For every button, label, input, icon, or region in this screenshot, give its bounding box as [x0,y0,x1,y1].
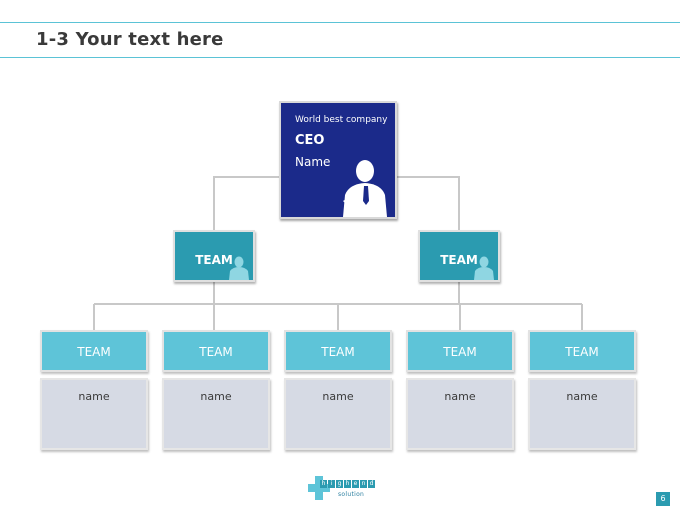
logo-letter: h [344,480,351,488]
slide-title: 1-3 Your text here [36,29,224,50]
connector-ceo-to-mid-left [213,176,279,230]
logo-letter: d [368,480,375,488]
logo-wordmark: h i g h e n d [320,480,376,488]
team-body: name [406,378,514,450]
ceo-name: Name [295,155,331,169]
brand-logo: h i g h e n d solution [308,476,378,502]
person-silhouette-icon [343,160,387,217]
team-label: TEAM [321,345,355,359]
team-label: TEAM [443,345,477,359]
ceo-box: World best company CEO Name [279,101,397,219]
team-label: TEAM [199,345,233,359]
logo-letter: e [352,480,359,488]
team-head: TEAM [162,330,270,372]
ceo-title: CEO [295,133,325,148]
logo-letter: i [328,480,335,488]
person-silhouette-icon [474,256,494,280]
team-member-name: name [200,390,232,403]
team-card: TEAM name [528,330,636,450]
team-body: name [528,378,636,450]
team-card: TEAM name [284,330,392,450]
connector-ceo-to-mid-right [397,176,460,230]
team-member-name: name [322,390,354,403]
team-head: TEAM [406,330,514,372]
team-member-name: name [566,390,598,403]
logo-letter: n [360,480,367,488]
team-label: TEAM [77,345,111,359]
team-card: TEAM name [162,330,270,450]
team-card: TEAM name [40,330,148,450]
team-member-name: name [78,390,110,403]
team-card: TEAM name [406,330,514,450]
header-top-rule [0,22,680,23]
cross-logo-icon [308,476,330,500]
team-head: TEAM [528,330,636,372]
team-body: name [284,378,392,450]
team-label: TEAM [565,345,599,359]
team-head: TEAM [284,330,392,372]
mid-team-label: TEAM [440,253,478,267]
team-body: name [162,378,270,450]
ceo-company: World best company [295,115,388,125]
team-head: TEAM [40,330,148,372]
team-member-name: name [444,390,476,403]
logo-letter: g [336,480,343,488]
team-body: name [40,378,148,450]
page-number: 6 [656,492,670,506]
logo-subtitle: solution [338,491,365,498]
mid-team-left: TEAM [173,230,255,282]
person-silhouette-icon [229,256,249,280]
logo-letter: h [320,480,327,488]
mid-team-label: TEAM [195,253,233,267]
header-bottom-rule [0,57,680,58]
mid-team-right: TEAM [418,230,500,282]
